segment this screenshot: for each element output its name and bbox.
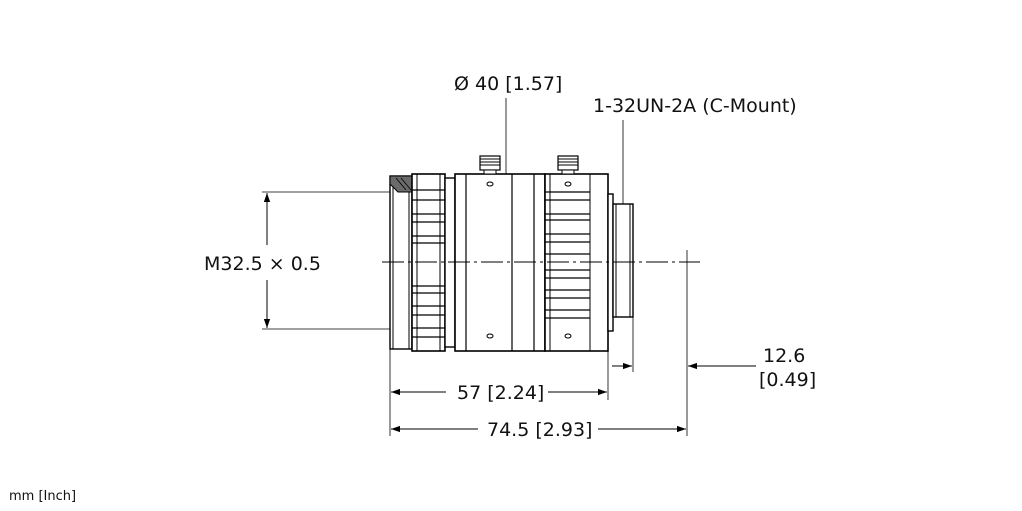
barrel-screw-top: [486, 181, 494, 187]
units-label: mm [Inch]: [9, 489, 76, 504]
lock-screw-rear: [557, 155, 579, 175]
thread-dimension: [262, 191, 390, 330]
diameter-label: Ø 40 [1.57]: [454, 73, 562, 95]
lens-body: [389, 155, 634, 352]
barrel-screw-bottom: [486, 333, 494, 339]
rear-ring-screw-bottom: [564, 333, 572, 339]
rear-ring-grooves: [545, 191, 590, 319]
total-length-label: 74.5 [2.93]: [487, 419, 592, 441]
lock-screw-front: [479, 155, 501, 175]
thread-label: M32.5 × 0.5: [204, 253, 321, 275]
body-length-label: 57 [2.24]: [457, 382, 544, 404]
rear-ring-screw-top: [564, 181, 572, 187]
mount-label: 1-32UN-2A (C-Mount): [593, 95, 797, 117]
flange-mm-label: 12.6: [763, 345, 805, 367]
flange-in-label: [0.49]: [759, 369, 816, 391]
